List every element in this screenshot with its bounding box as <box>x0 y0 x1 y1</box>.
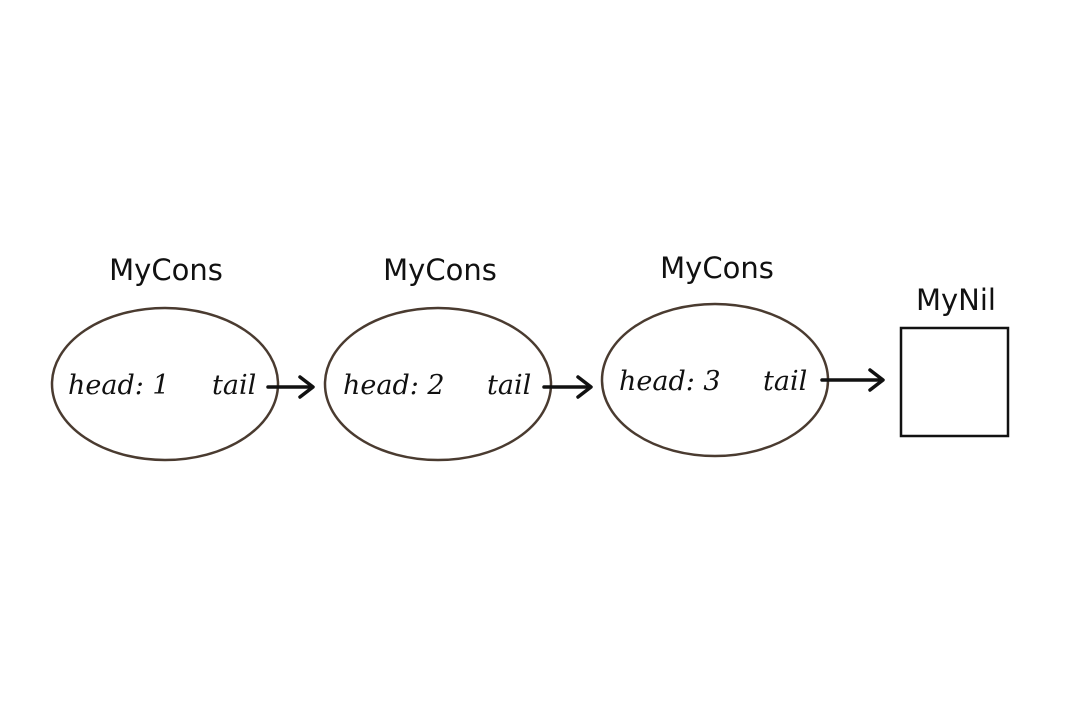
cons-node-2-head: head: 2 <box>343 370 445 401</box>
tail-arrow-2 <box>542 375 593 399</box>
nil-node-box <box>899 326 1010 438</box>
cons-node-1-title: MyCons <box>109 253 223 287</box>
cons-node-2-ellipse <box>323 306 553 462</box>
cons-node-3: MyCons head: 3 tail <box>600 251 830 458</box>
nil-node: MyNil <box>899 283 1010 438</box>
tail-arrow-1 <box>266 375 315 399</box>
cons-node-2-title: MyCons <box>383 253 497 287</box>
cons-node-2-tail: tail <box>487 370 531 401</box>
cons-node-2: MyCons head: 2 tail <box>323 253 553 462</box>
cons-node-1-ellipse <box>50 306 280 462</box>
tail-arrow-3 <box>820 368 885 392</box>
cons-node-1-head: head: 1 <box>68 370 170 401</box>
cons-node-1: MyCons head: 1 tail <box>50 253 280 462</box>
cons-node-3-head: head: 3 <box>619 366 721 397</box>
nil-node-title: MyNil <box>916 283 996 317</box>
cons-node-1-tail: tail <box>212 370 256 401</box>
cons-node-3-tail: tail <box>763 366 807 397</box>
cons-node-3-title: MyCons <box>660 251 774 285</box>
